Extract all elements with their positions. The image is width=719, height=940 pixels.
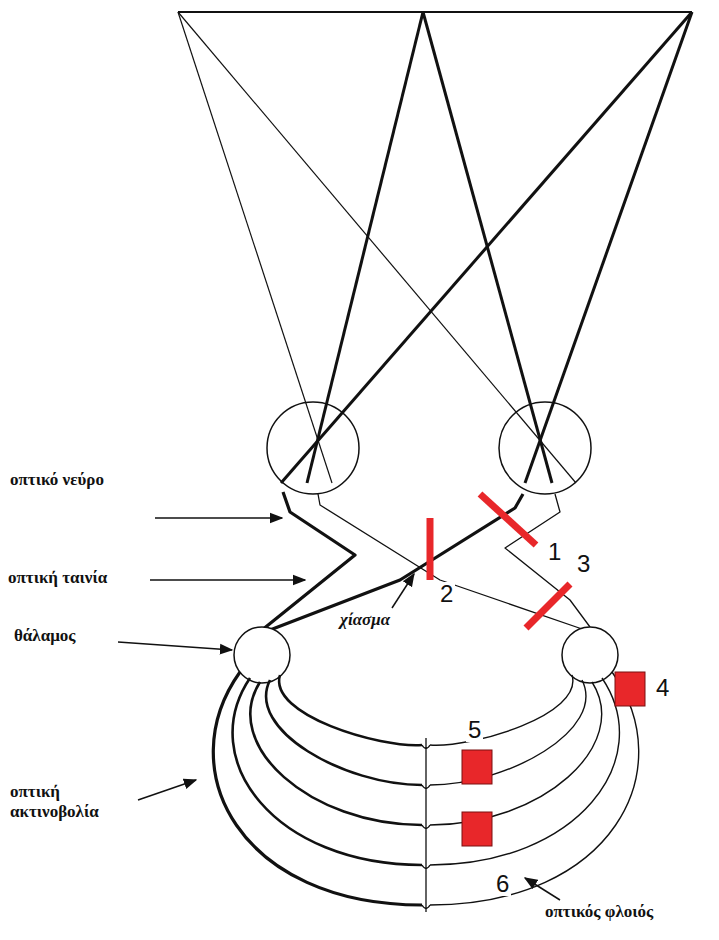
field-ray [423,12,552,483]
lesion-bar [526,584,570,628]
eye [499,402,591,494]
leader-arrow [155,517,282,519]
lesion-box [462,812,492,846]
leader-arrow [392,574,414,608]
optic-fibres [262,492,590,630]
field-ray [178,12,332,483]
crossed-fibre [270,494,523,630]
visual-field [178,12,692,483]
radiation-band [266,680,422,785]
eyes [267,402,591,494]
structure-label: οπτικός φλοιός [545,902,653,922]
radiation-band [430,680,586,785]
structure-label: θάλαμος [14,626,76,646]
field-ray [307,12,423,483]
field-edge [178,11,692,13]
uncrossed-fibre [262,492,355,630]
radiation-band [430,675,573,745]
callout-number: 5 [466,718,483,742]
leader-arrow [525,878,560,900]
lesion-box [462,750,492,784]
thalami [234,627,618,683]
thalamus [234,627,290,683]
radiation-band [213,672,422,905]
leader-arrow [118,642,232,650]
lesion-markers [430,494,645,846]
radiation-band [279,675,422,745]
structure-label: οπτικό νεύρο [10,470,104,490]
callout-number: 2 [438,582,455,606]
leader-arrow [138,780,196,800]
lesion-bar [427,518,434,580]
radiation-band [430,672,639,905]
callout-number: 4 [654,676,671,700]
field-ray [525,12,692,483]
structure-label: οπτική ταινία [8,568,107,588]
eye [267,402,359,494]
crossed-fibre [318,494,585,630]
radiation-band [250,682,422,825]
callout-number: 3 [575,552,592,576]
radiation-band [233,678,422,865]
radiation-band [430,678,619,865]
cortex-midline [422,738,430,912]
callout-number: 6 [494,872,511,896]
leader-arrow [150,579,305,581]
lesion-box [615,672,645,706]
structure-label: χίασμα [340,610,390,630]
radiation-band [430,682,602,825]
callout-number: 1 [546,540,563,564]
leader-arrows [118,518,560,900]
lesion-bar [480,494,536,545]
structure-label: οπτική ακτινοβολία [10,782,130,821]
thalamus [562,627,618,683]
